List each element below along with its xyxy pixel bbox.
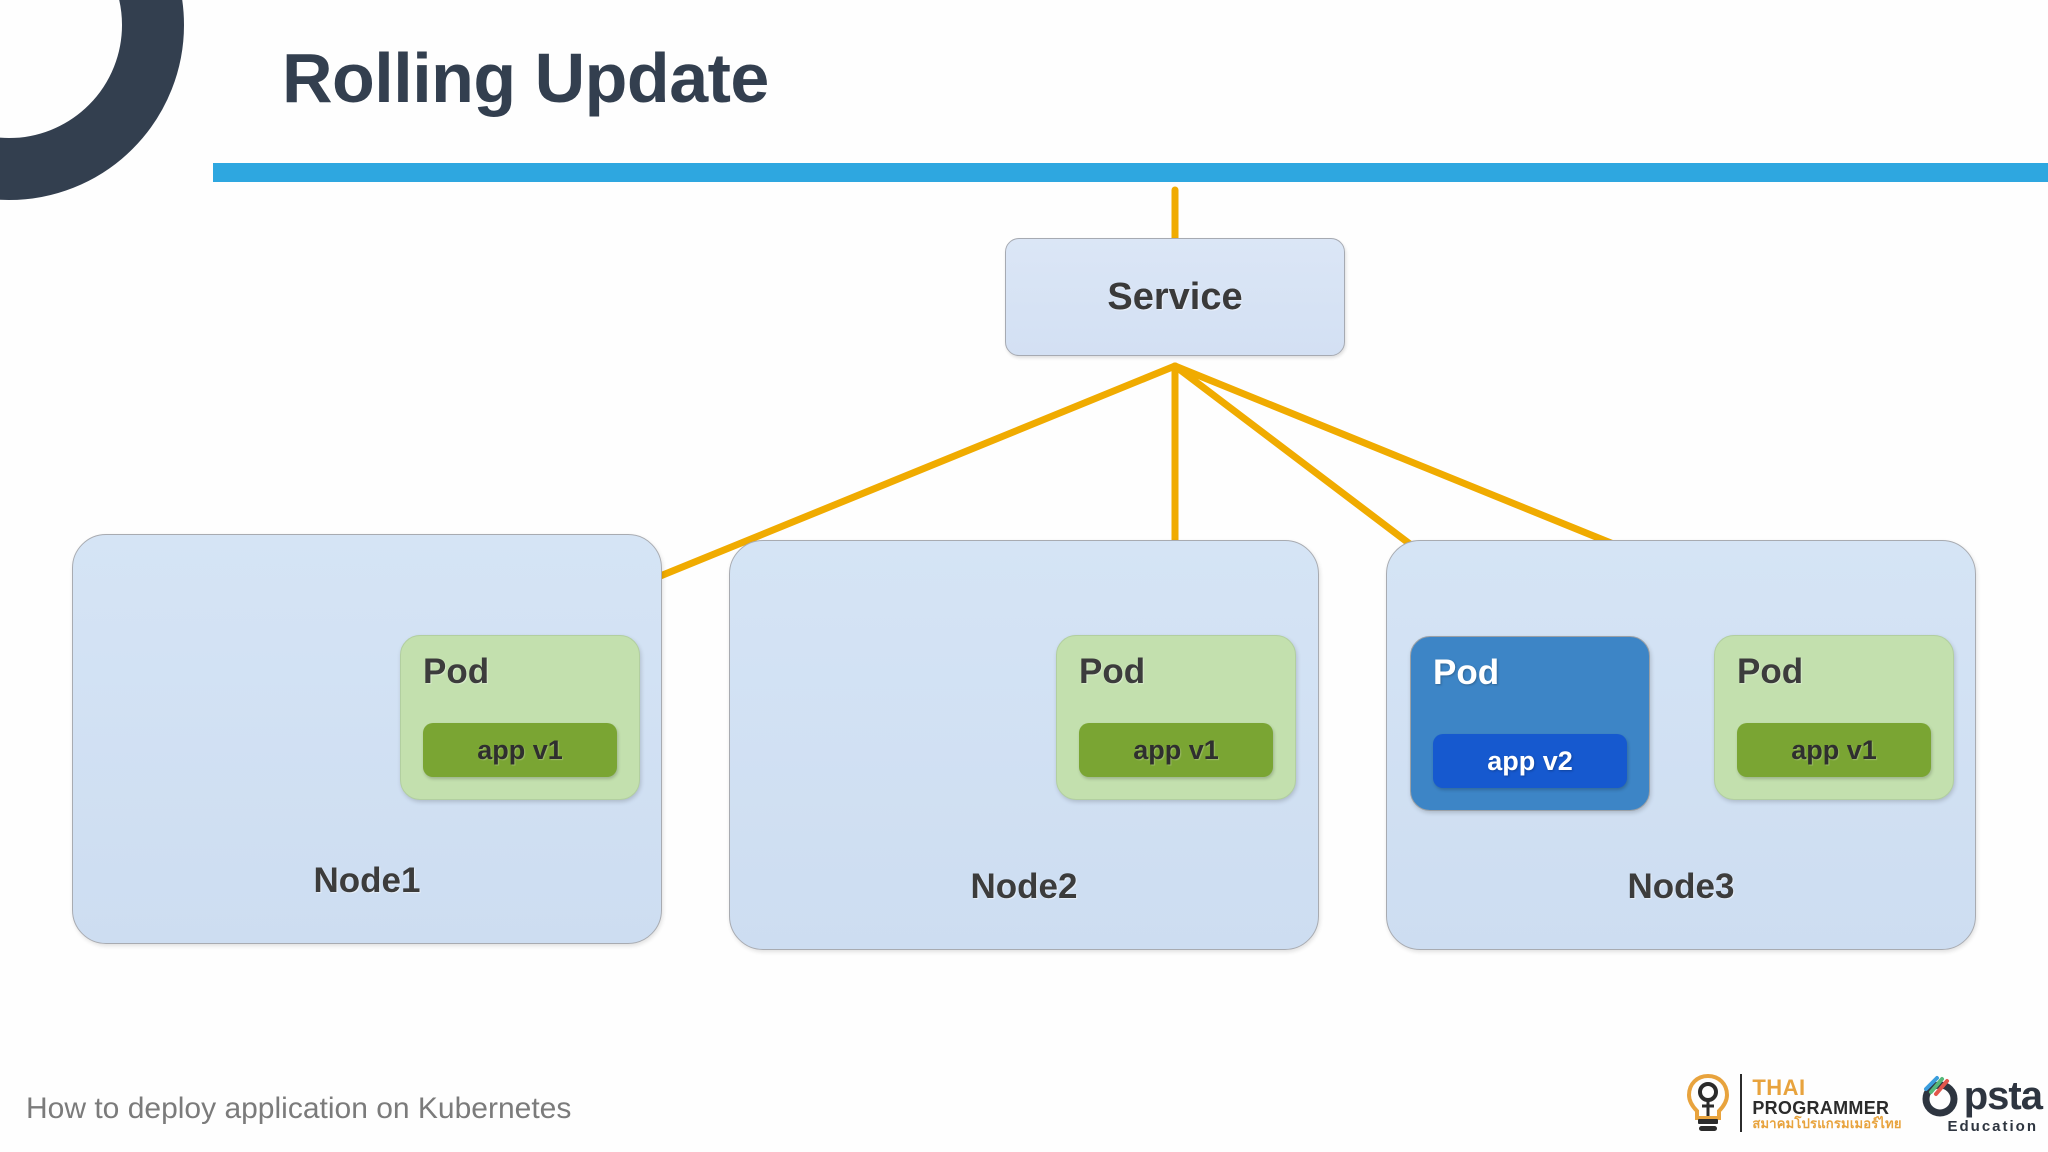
title-underline-rule xyxy=(213,163,2048,182)
pod-title: Pod xyxy=(1737,652,1804,691)
opsta-wordmark-row: psta xyxy=(1916,1073,2043,1119)
thai-logo-line-1: THAI xyxy=(1752,1074,1806,1100)
app-version-chip: app v1 xyxy=(1079,723,1273,777)
pod-node2-app-v1[interactable]: Pod app v1 xyxy=(1056,635,1296,800)
pod-node1-app-v1[interactable]: Pod app v1 xyxy=(400,635,640,800)
lightbulb-icon xyxy=(1687,1073,1730,1131)
pod-title: Pod xyxy=(423,652,490,691)
thai-programmer-wordmark: THAI PROGRAMMER สมาคมโปรแกรมเมอร์ไทย xyxy=(1752,1074,1902,1131)
node-label-node1: Node1 xyxy=(313,861,421,900)
pod-title: Pod xyxy=(1079,652,1146,691)
pod-node3-app-v1[interactable]: Pod app v1 xyxy=(1714,635,1954,800)
opsta-o-mark-icon xyxy=(1922,1075,1958,1116)
pod-title: Pod xyxy=(1433,653,1500,692)
app-version-chip: app v2 xyxy=(1433,734,1627,788)
opsta-wordmark: psta xyxy=(1963,1073,2043,1118)
thai-logo-line-2: PROGRAMMER xyxy=(1752,1097,1890,1118)
opsta-education-logo: psta Education xyxy=(1916,1073,2043,1135)
app-version-chip: app v1 xyxy=(1737,723,1931,777)
pod-node3-app-v2[interactable]: Pod app v2 xyxy=(1410,636,1650,811)
thai-logo-line-3: สมาคมโปรแกรมเมอร์ไทย xyxy=(1752,1115,1902,1131)
node-label-node3: Node3 xyxy=(1627,867,1735,906)
app-version-chip: app v1 xyxy=(423,723,617,777)
opsta-subtitle: Education xyxy=(1947,1117,2038,1135)
node-box-node2[interactable]: Pod app v1 Node2 xyxy=(729,540,1319,950)
thai-programmer-logo: THAI PROGRAMMER สมาคมโปรแกรมเมอร์ไทย xyxy=(1684,1072,1902,1134)
node-box-node3[interactable]: Pod app v2 Pod app v1 Node3 xyxy=(1386,540,1976,950)
logo-divider xyxy=(1740,1074,1743,1132)
footer-caption: How to deploy application on Kubernetes xyxy=(26,1092,572,1125)
page-title: Rolling Update xyxy=(282,39,769,117)
node-label-node2: Node2 xyxy=(970,867,1078,906)
node-box-node1[interactable]: Pod app v1 Node1 xyxy=(72,534,662,944)
footer-logos: THAI PROGRAMMER สมาคมโปรแกรมเมอร์ไทย pst… xyxy=(1684,1072,2043,1135)
service-label: Service xyxy=(1107,275,1243,318)
service-box[interactable]: Service xyxy=(1005,238,1345,356)
